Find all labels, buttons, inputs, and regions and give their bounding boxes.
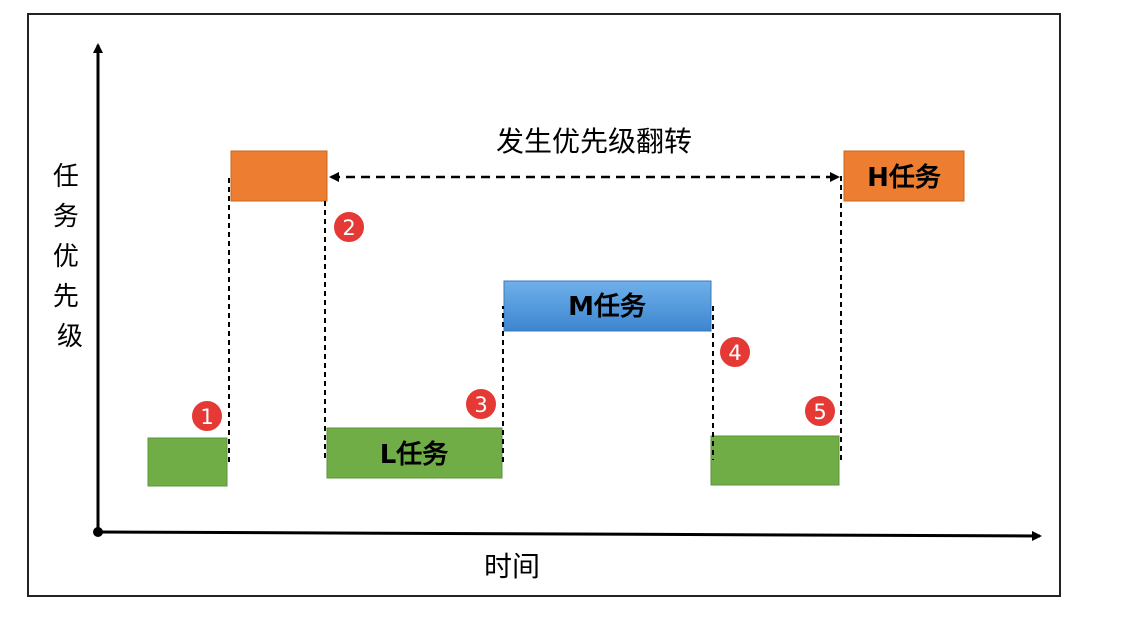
y-axis-label: 任 务 优 先 级 [53, 162, 87, 352]
low-task-label: L任务 [380, 440, 449, 470]
diagram-frame [27, 13, 1061, 597]
y-label-char-4: 先 [53, 282, 79, 312]
high-task-label: H任务 [867, 163, 941, 193]
event-marker-1: 1 [190, 399, 224, 433]
inversion-label: 发生优先级翻转 [496, 125, 692, 158]
x-axis [97, 530, 1042, 541]
marker-number: 5 [813, 400, 826, 424]
marker-number: 1 [200, 405, 213, 429]
marker-circle [803, 394, 837, 428]
medium-task-label: M任务 [568, 292, 646, 322]
low-task-block-initial [147, 437, 228, 487]
high-task-block-start [230, 150, 328, 202]
axis-origin-dot [93, 527, 103, 537]
event-marker-3: 3 [464, 387, 498, 421]
marker-circle [464, 387, 498, 421]
marker-number: 2 [342, 216, 355, 240]
low-task-block [326, 427, 503, 479]
event-marker-5: 5 [803, 394, 837, 428]
transition-lines [228, 176, 842, 462]
marker-number: 3 [474, 393, 487, 417]
y-label-char-3: 优 [53, 242, 79, 272]
y-label-char-5: 级 [57, 322, 83, 352]
y-label-char-1: 任 [53, 162, 79, 192]
marker-number: 4 [728, 341, 741, 365]
event-marker-2: 2 [332, 210, 366, 244]
high-task-block-end [843, 150, 965, 202]
x-axis-label: 时间 [484, 550, 540, 583]
marker-circle [332, 210, 366, 244]
low-task-block-resume [710, 435, 840, 486]
y-label-char-2: 务 [53, 202, 79, 232]
marker-circle [718, 335, 752, 369]
event-marker-4: 4 [718, 335, 752, 369]
marker-circle [190, 399, 224, 433]
axes [93, 43, 1042, 541]
